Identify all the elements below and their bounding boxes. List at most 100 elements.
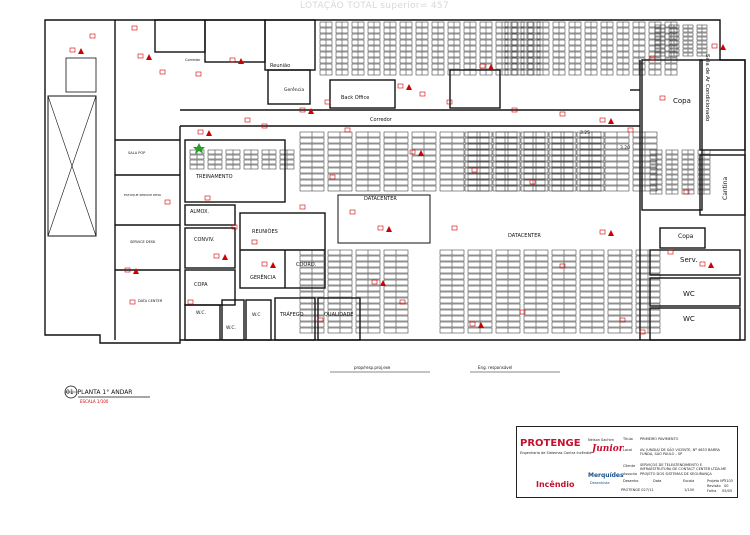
room-gerencia-mid: GERÊNCIA <box>250 273 276 281</box>
extinguisher-icon <box>406 84 412 90</box>
escala: 1/100 <box>684 488 695 492</box>
partner-sub: Desenhista <box>590 481 610 485</box>
safety-sign-icon <box>667 249 674 255</box>
green-star-icon <box>193 143 205 154</box>
safety-sign-icon <box>244 117 251 123</box>
safety-sign-icon <box>195 71 202 77</box>
room-trafego: TRÁFEGO <box>279 311 304 318</box>
safety-sign-icon <box>159 69 166 75</box>
room-estoque: ESTOQUE SERVICE DESK <box>124 193 162 197</box>
safety-sign-icon <box>399 299 406 305</box>
extinguisher-icon <box>133 268 139 274</box>
safety-sign-icon <box>699 261 706 267</box>
row-assunto: PROJETO DOS SISTEMAS DE SEGURANÇA <box>640 472 712 476</box>
safety-sign-icon <box>89 33 96 39</box>
row-local: AV. JUNDIAÍ DE SÃO VICENTE, Nº 4633 BARR… <box>640 448 720 456</box>
outer-wall <box>44 19 746 344</box>
revisao: 00 <box>724 484 729 488</box>
room-copa-right: Copa <box>678 233 694 240</box>
extinguisher-icon <box>308 108 314 114</box>
occupancy-header: LOTAÇÃO TOTAL superior= 457 <box>300 1 449 11</box>
safety-sign-icon <box>471 167 478 173</box>
company-sub: Engenharia de Sistemas Contra Incêndio <box>520 451 592 455</box>
safety-sign-icon <box>371 279 378 285</box>
revisao-label: Revisão <box>707 484 721 488</box>
room-qualidade: QUALIDADE <box>324 312 353 318</box>
safety-sign-icon <box>213 253 220 259</box>
company-logo: PROTENGE <box>520 438 581 449</box>
safety-sign-icon <box>683 189 690 195</box>
safety-sign-icon <box>529 179 536 185</box>
extinguisher-icon <box>238 58 244 64</box>
row-cliente: SERVIÇOS DE TELEATENDIMENTO E INFRAESTRU… <box>640 463 727 471</box>
safety-sign-icon <box>299 204 306 210</box>
room-sala-ar: Sala de Ar Condicionado <box>704 54 710 122</box>
safety-sign-icon <box>324 99 331 105</box>
projeto-label: Projeto Nº <box>707 479 725 483</box>
workstations <box>189 21 711 334</box>
safety-sign-icon <box>511 107 518 113</box>
safety-sign-icon <box>251 239 258 245</box>
safety-sign-icon <box>261 123 268 129</box>
data-label: Data <box>653 479 662 483</box>
room-cantina: Cantina <box>722 177 729 200</box>
safety-symbols <box>69 25 726 335</box>
safety-sign-icon <box>329 174 336 180</box>
safety-sign-icon <box>204 195 211 201</box>
row-titulo: PRIMEIRO PAVIMENTO <box>640 437 679 441</box>
room-wc-1: W.C. <box>196 310 206 316</box>
desenho: PROTENGE 027/11 <box>621 488 654 492</box>
plan-title: 01 PLANTA 1° ANDAR <box>66 389 133 396</box>
extinguisher-icon <box>146 54 152 60</box>
safety-sign-icon <box>131 25 138 31</box>
safety-sign-icon <box>137 53 144 59</box>
escala-label: Escala <box>683 479 695 483</box>
extinguisher-icon <box>380 280 386 286</box>
row-cliente-label: Cliente <box>623 464 636 468</box>
safety-sign-icon <box>599 117 606 123</box>
signature-left: prop/resp.proj.exe <box>354 365 391 370</box>
dim-3-20: 3.20 <box>620 145 630 151</box>
safety-sign-icon <box>519 309 526 315</box>
room-datacenter-1: DATACENTER <box>364 196 397 202</box>
room-copa-left: COPA <box>194 282 208 288</box>
extinguisher-icon <box>386 226 392 232</box>
safety-sign-icon <box>619 317 626 323</box>
projeto: 3103 <box>724 479 733 483</box>
safety-sign-icon <box>649 55 656 61</box>
signature-right: Eng. responsável <box>478 365 513 370</box>
safety-sign-icon <box>317 317 324 323</box>
safety-sign-icon <box>446 99 453 105</box>
title-block <box>516 426 738 498</box>
safety-sign-icon <box>129 299 136 305</box>
extinguisher-icon <box>206 130 212 136</box>
folha-label: Folha <box>707 489 717 493</box>
extinguisher-icon <box>488 64 494 70</box>
room-wc-2: W.C. <box>226 325 236 331</box>
safety-sign-icon <box>299 107 306 113</box>
safety-sign-icon <box>559 111 566 117</box>
safety-sign-icon <box>599 229 606 235</box>
row-assunto-label: Assunto <box>623 472 637 476</box>
room-almox: ALMOX. <box>190 209 210 215</box>
shaft-left <box>47 95 97 237</box>
safety-sign-icon <box>197 129 204 135</box>
room-coord: COORD. <box>296 262 317 268</box>
room-gerencia-top: Gerência <box>284 86 304 93</box>
plan-scale: ESCALA 1/100 <box>80 399 109 404</box>
room-reunioes: REUNIÕES <box>252 228 278 235</box>
folha: 05/05 <box>722 489 733 493</box>
safety-sign-icon <box>69 47 76 53</box>
room-sala-pop: SALA POP <box>128 151 145 155</box>
safety-sign-icon <box>397 83 404 89</box>
safety-sign-icon <box>229 57 236 63</box>
safety-sign-icon <box>559 263 566 269</box>
room-conviv: CONVIV. <box>194 237 215 243</box>
safety-sign-icon <box>231 224 238 230</box>
safety-sign-icon <box>659 95 666 101</box>
safety-sign-icon <box>187 299 194 305</box>
safety-sign-icon <box>409 149 416 155</box>
extinguisher-icon <box>270 262 276 268</box>
extinguisher-icon <box>78 48 84 54</box>
